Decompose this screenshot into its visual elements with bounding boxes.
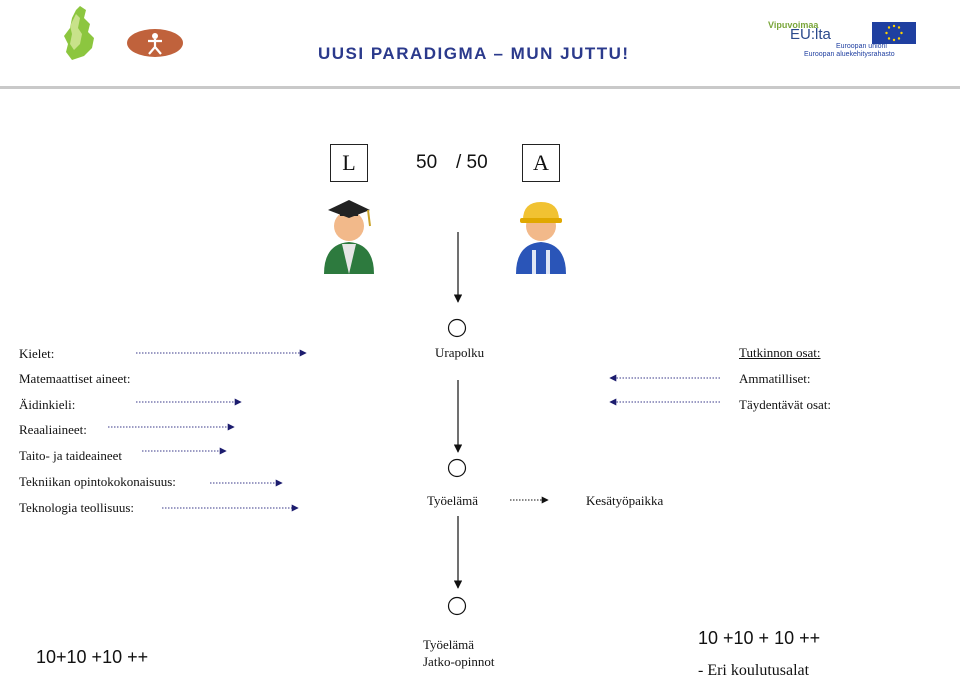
- node-circle-1: [447, 318, 467, 338]
- graduate-icon: [318, 196, 380, 276]
- page-title: UUSI PARADIGMA – MUN JUTTU!: [318, 44, 630, 63]
- right-list-heading: Tutkinnon osat:: [739, 345, 821, 360]
- left-list-item: Teknologia teollisuus:: [19, 500, 134, 515]
- bottom-right-sub: - Eri koulutusalat: [698, 662, 810, 679]
- header-divider: [0, 86, 960, 89]
- vipuvoimaa-logo-text: Vipuvoimaa: [768, 20, 819, 30]
- ratio-right: / 50: [456, 152, 488, 173]
- node3-line1: Työelämä: [423, 637, 475, 652]
- left-list-item: Matemaattiset aineet:: [19, 371, 131, 386]
- ratio-left: 50: [416, 152, 438, 173]
- node-urapolku: Urapolku: [435, 345, 485, 360]
- node3-line2: Jatko-opinnot: [423, 654, 495, 669]
- node-circle-2: [447, 458, 467, 478]
- right-list-item: Täydentävät osat:: [739, 397, 832, 412]
- left-list-item: Tekniikan opintokokonaisuus:: [19, 474, 176, 489]
- bottom-left-total: 10+10 +10 ++: [36, 647, 149, 667]
- bottom-right-total: 10 +10 + 10 ++: [698, 628, 821, 648]
- left-list-item: Äidinkieli:: [19, 397, 76, 412]
- left-list-item: Reaaliaineet:: [19, 422, 87, 437]
- left-list-item: Kielet:: [19, 346, 55, 361]
- node-tyoelama: Työelämä: [427, 493, 479, 508]
- finland-map-logo: [58, 4, 104, 62]
- eu-line1: Euroopan unioni: [836, 43, 887, 50]
- node-kesatyopaikka: Kesätyöpaikka: [586, 493, 664, 508]
- box-l: L: [330, 144, 368, 182]
- eu-line2: Euroopan aluekehitysrahasto: [804, 51, 895, 58]
- node-circle-3: [447, 596, 467, 616]
- figure-emblem-logo: [126, 28, 184, 58]
- worker-icon: [510, 194, 572, 276]
- left-list-item: Taito- ja taideaineet: [19, 448, 123, 463]
- eu-flag-icon: [872, 22, 916, 44]
- euta-logo-text: EU:lta: [790, 26, 831, 43]
- box-a: A: [522, 144, 560, 182]
- right-list-item: Ammatilliset:: [739, 371, 811, 386]
